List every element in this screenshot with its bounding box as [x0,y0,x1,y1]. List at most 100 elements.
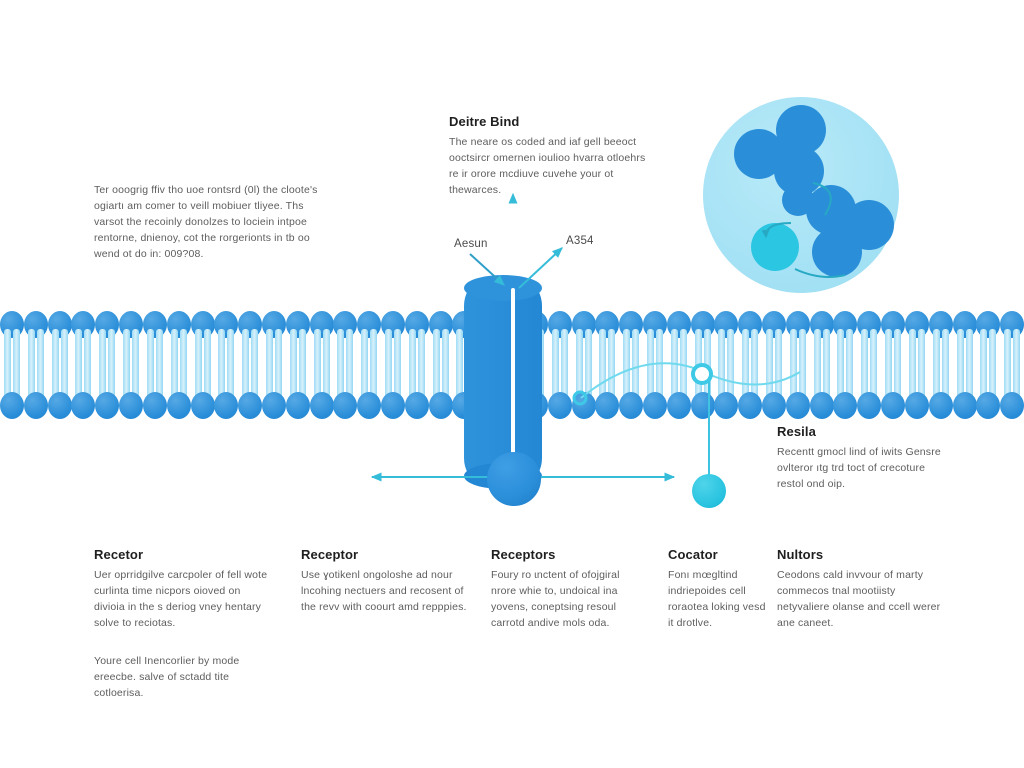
intro-note: Ter ooogrig ffiv tho uoe rontsrd (0l) th… [94,182,326,262]
lipid-tail [727,329,735,401]
lipid-unit [666,311,691,419]
column-body: Foury ro ɩnctent of ofojgiral nrore whie… [491,569,620,629]
lipid-tail [298,329,306,401]
ligand-outbound-label: A354 [566,235,594,247]
channel-pore [511,288,515,476]
molecule-blob-lower [806,185,894,277]
result-callout-body: Recentt gmocl lind of iwits Gensre ovlte… [777,446,941,490]
lipid-head-inner [857,392,882,419]
lipid-head-inner [619,392,644,419]
ligand-sphere [751,223,799,271]
lipid-tail [313,329,321,401]
lipid-unit [762,311,787,419]
lipid-tail [941,329,949,401]
lipid-tail [908,329,916,401]
description-column: Nultors Ceodons cald invvour of marty co… [777,546,947,631]
lipid-tail [60,329,68,401]
lipid-unit [571,311,596,419]
lipid-head-inner [928,392,953,419]
lipid-head-inner [785,392,810,419]
lipid-unit [619,311,644,419]
column-body: Uer oprridgilve carcpoler of fell wote c… [94,569,268,629]
lipid-head-inner [642,392,667,419]
lipid-unit [142,311,167,419]
lipid-unit [23,311,48,419]
ligand-callout-heading: Deitre Bind [449,114,520,129]
description-column: Receptor Use ɣotikenl ongoloshe ad nour … [301,546,473,615]
lipid-unit [381,311,406,419]
lipid-unit [214,311,239,419]
lipid-tail [251,329,259,401]
lipid-tail [766,329,774,401]
lipid-tail [265,329,273,401]
lipid-head-inner [142,392,167,419]
result-callout: Resila Recentt gmocl lind of iwits Gensr… [777,423,947,492]
lipid-tail [789,329,797,401]
lipid-tail [417,329,425,401]
lipid-tail [218,329,226,401]
lipid-tail [751,329,759,401]
lipid-head-inner [595,392,620,419]
lipid-tail [289,329,297,401]
lipid-unit [904,311,929,419]
lipid-tail [560,329,568,401]
column-heading: Receptors [491,547,556,562]
lipid-unit [738,311,763,419]
lipid-tail [837,329,845,401]
lipid-tail [394,329,402,401]
lipid-head-inner [71,392,96,419]
lipid-tail [980,329,988,401]
molecule-bridge-sphere [782,184,814,216]
lipid-head-inner [738,392,763,419]
lipid-head-inner [547,392,572,419]
lipid-unit [1000,311,1024,419]
lipid-tail [584,329,592,401]
lipid-tail [242,329,250,401]
lipid-unit [261,311,286,419]
column-heading: Cocator [668,547,718,562]
column-extra: Youre cell Inencorlier by mode ereecbe. … [94,655,240,699]
lipid-head-inner [0,392,24,419]
description-column: Cocator Fonı mœgltind indriepoides cell … [668,546,766,631]
lipid-tail [123,329,131,401]
lipid-tail [932,329,940,401]
lipid-unit [119,311,144,419]
lipid-tail [370,329,378,401]
ligand-molecule-complex [734,105,894,278]
lipid-tail [575,329,583,401]
lipid-tail [655,329,663,401]
lipid-head-inner [261,392,286,419]
lipid-tail [99,329,107,401]
lipid-tail [846,329,854,401]
lipid-unit [71,311,96,419]
lipid-unit [428,311,453,419]
lipid-tail [742,329,750,401]
lipid-tail [203,329,211,401]
lipid-tail [456,329,464,401]
lipid-head-inner [952,392,977,419]
lipid-tail [170,329,178,401]
lipid-unit [47,311,72,419]
lipid-tail [108,329,116,401]
lipid-head-inner [809,392,834,419]
lipid-tail [679,329,687,401]
lipid-head-inner [976,392,1001,419]
lipid-tail [894,329,902,401]
lipid-tail [322,329,330,401]
lipid-unit [809,311,834,419]
lipid-tail [632,329,640,401]
lipid-head-inner [238,392,263,419]
lipid-tail [885,329,893,401]
secondary-signaling-node [692,474,726,508]
result-callout-heading: Resila [777,424,816,439]
lipid-tail [694,329,702,401]
ligand-callout-body: The neare os coded and iaf gell beeoct o… [449,136,646,196]
lipid-tail [84,329,92,401]
lipid-tail [608,329,616,401]
lipid-head-inner [690,392,715,419]
lipid-tail [51,329,59,401]
lipid-tail [155,329,163,401]
lipid-unit [714,311,739,419]
lipid-tail [1013,329,1021,401]
